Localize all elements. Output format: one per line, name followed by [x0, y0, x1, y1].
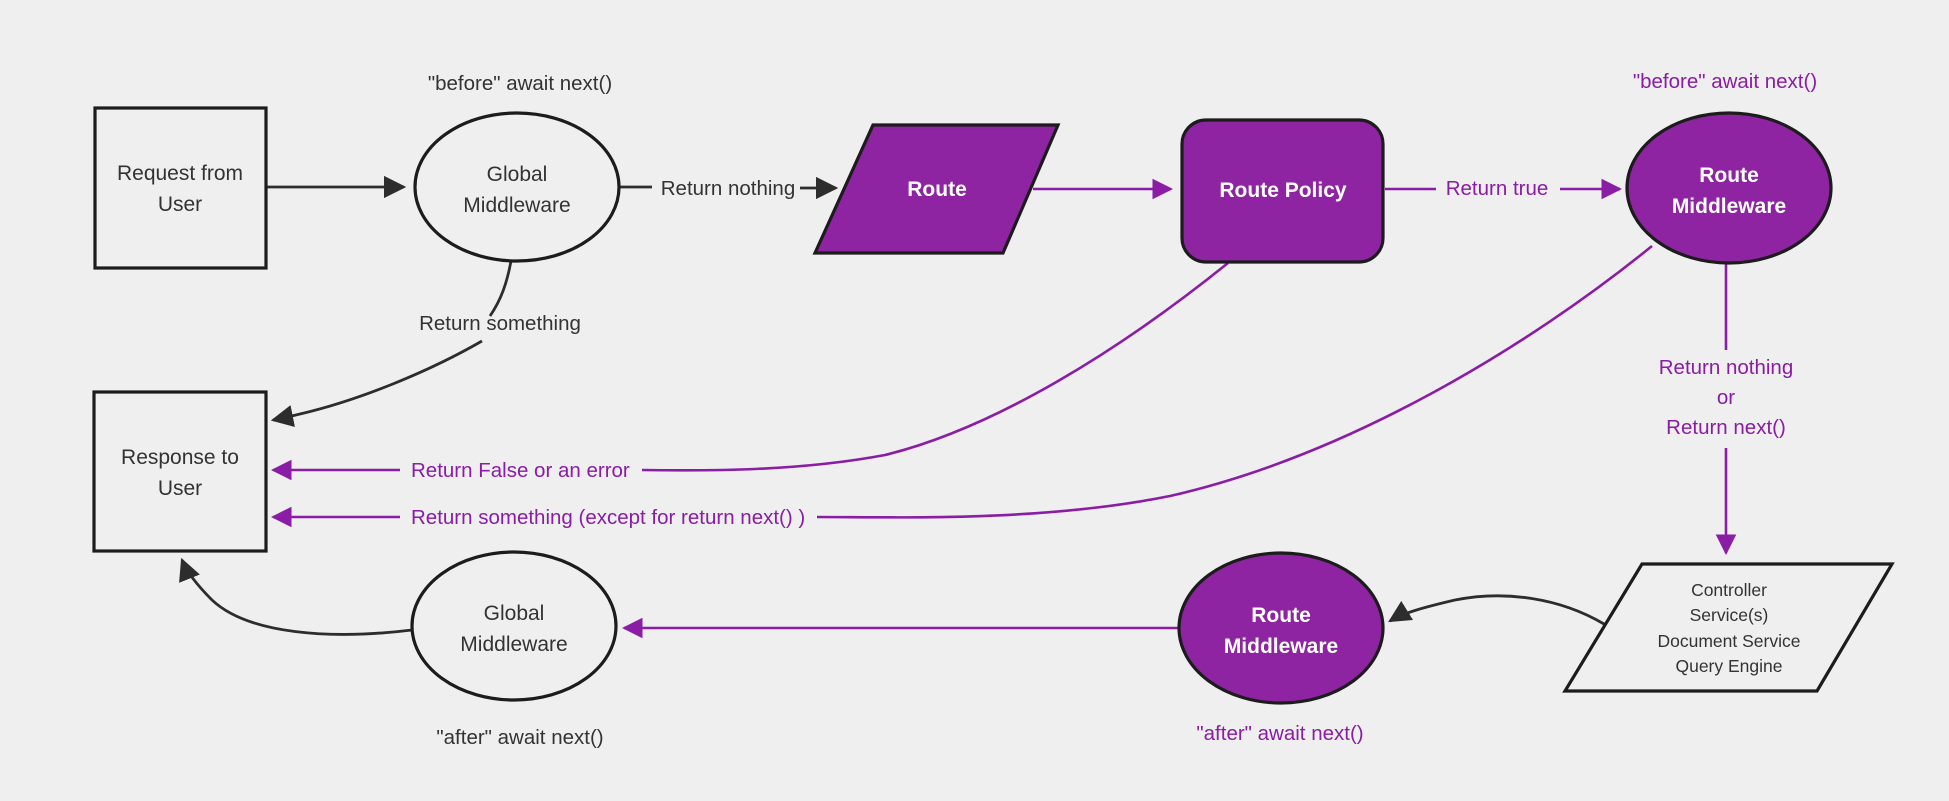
- edge-label-return-nothing-or-1: Return nothing: [1659, 356, 1793, 379]
- edge-global-middleware-return-something: Return something: [270, 260, 581, 428]
- annotation-after-global-middleware: "after" await next(): [436, 726, 603, 749]
- node-request-line-2: User: [158, 193, 202, 216]
- edge-route-policy-to-route-middleware: Return true: [1385, 177, 1623, 200]
- node-route-policy: Route Policy: [1180, 118, 1385, 264]
- edge-label-return-something: Return something: [419, 312, 581, 335]
- node-request-line-1: Request from: [117, 162, 243, 185]
- node-route-label: Route: [907, 178, 967, 201]
- node-route-middleware-top: Route Middleware: [1625, 111, 1833, 265]
- node-route-policy-label: Route Policy: [1219, 179, 1347, 202]
- node-response-line-2: User: [158, 477, 202, 500]
- node-route-middleware-bottom-line-1: Route: [1251, 604, 1311, 627]
- node-global-middleware-bottom-line-1: Global: [484, 602, 545, 625]
- node-controller-services: Controller Service(s) Document Service Q…: [1562, 562, 1895, 693]
- edge-label-return-true: Return true: [1446, 177, 1549, 200]
- node-global-middleware-top-line-1: Global: [487, 163, 548, 186]
- node-global-middleware-bottom: Global Middleware: [410, 550, 618, 702]
- edge-label-return-something-except: Return something (except for return next…: [411, 506, 805, 529]
- node-controller-line-1: Controller: [1691, 580, 1767, 600]
- node-response-line-1: Response to: [121, 446, 239, 469]
- node-global-middleware-top: Global Middleware: [413, 111, 621, 263]
- annotation-before-global-middleware: "before" await next(): [428, 72, 612, 95]
- annotation-after-route-middleware: "after" await next(): [1196, 722, 1363, 745]
- node-route-middleware-bottom-line-2: Middleware: [1224, 635, 1338, 658]
- node-controller-line-2: Service(s): [1690, 605, 1769, 625]
- edge-label-return-nothing-or-2: or: [1717, 386, 1735, 409]
- node-route: Route: [812, 123, 1061, 255]
- node-controller-line-4: Query Engine: [1675, 656, 1782, 676]
- edge-route-middleware-return-something-except: Return something (except for return next…: [270, 244, 1653, 529]
- edge-label-return-false-or-error: Return False or an error: [411, 459, 630, 482]
- edge-controller-to-route-middleware: [1388, 594, 1605, 626]
- node-response-to-user: Response to User: [92, 390, 268, 553]
- annotation-before-route-middleware: "before" await next(): [1633, 70, 1817, 93]
- node-route-middleware-top-line-2: Middleware: [1672, 195, 1786, 218]
- node-controller-line-3: Document Service: [1658, 631, 1801, 651]
- edge-label-return-nothing: Return nothing: [661, 177, 795, 200]
- edge-label-return-nothing-or-3: Return next(): [1666, 416, 1786, 439]
- edge-global-middleware-to-response: [179, 557, 413, 636]
- edge-route-policy-return-false: Return False or an error: [270, 261, 1229, 482]
- node-global-middleware-top-line-2: Middleware: [463, 194, 570, 217]
- node-global-middleware-bottom-line-2: Middleware: [460, 633, 567, 656]
- node-request-from-user: Request from User: [93, 106, 268, 270]
- edge-global-middleware-to-route: Return nothing: [619, 176, 839, 200]
- node-route-middleware-bottom: Route Middleware: [1177, 551, 1385, 705]
- node-route-middleware-top-line-1: Route: [1699, 164, 1759, 187]
- edge-route-middleware-to-controller: Return nothing or Return next(): [1659, 264, 1793, 556]
